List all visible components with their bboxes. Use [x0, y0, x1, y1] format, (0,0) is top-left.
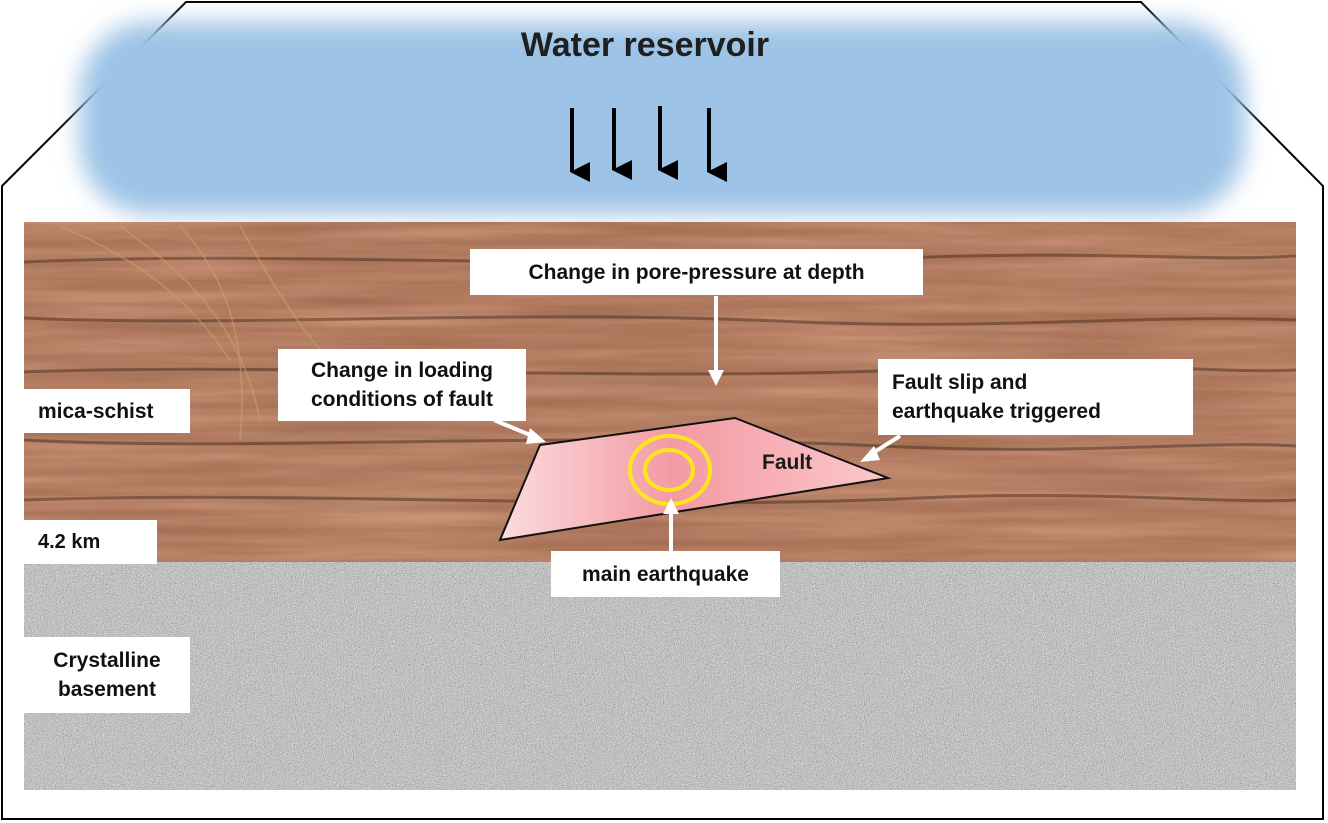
- loading-conditions-label: Change in loading conditions of fault: [278, 349, 526, 421]
- slip-line-1: Fault slip and: [892, 371, 1028, 394]
- main-earthquake-label: main earthquake: [551, 551, 780, 597]
- water-reservoir: [80, 22, 1245, 214]
- slip-line-2: earthquake triggered: [892, 400, 1101, 423]
- crystalline-basement-layer: [24, 562, 1296, 790]
- pointer-arrow-icon: [860, 434, 902, 462]
- basement-line-2: basement: [57, 678, 157, 701]
- basement-line-1: Crystalline: [53, 649, 161, 672]
- pore-pressure-text: Change in pore-pressure at depth: [528, 260, 865, 284]
- fault-slip-label: Fault slip and earthquake triggered: [878, 359, 1193, 435]
- fault-label: Fault: [762, 451, 813, 474]
- loading-line-1: Change in loading: [311, 359, 493, 382]
- main-earthquake-text: main earthquake: [582, 562, 749, 586]
- mica-schist-label: mica-schist: [24, 389, 190, 433]
- loading-line-2: conditions of fault: [311, 388, 493, 411]
- depth-label: 4.2 km: [24, 520, 157, 564]
- pointer-arrow-icon: [663, 498, 679, 552]
- diagram-title: Water reservoir: [520, 26, 770, 64]
- pointer-arrow-icon: [708, 296, 724, 386]
- depth-text: 4.2 km: [38, 530, 101, 553]
- pointer-arrow-icon: [493, 418, 546, 444]
- mica-schist-text: mica-schist: [38, 399, 154, 423]
- fault-plane: [498, 416, 892, 542]
- crystalline-basement-label: Crystalline basement: [24, 637, 190, 713]
- pore-pressure-label: Change in pore-pressure at depth: [470, 249, 923, 295]
